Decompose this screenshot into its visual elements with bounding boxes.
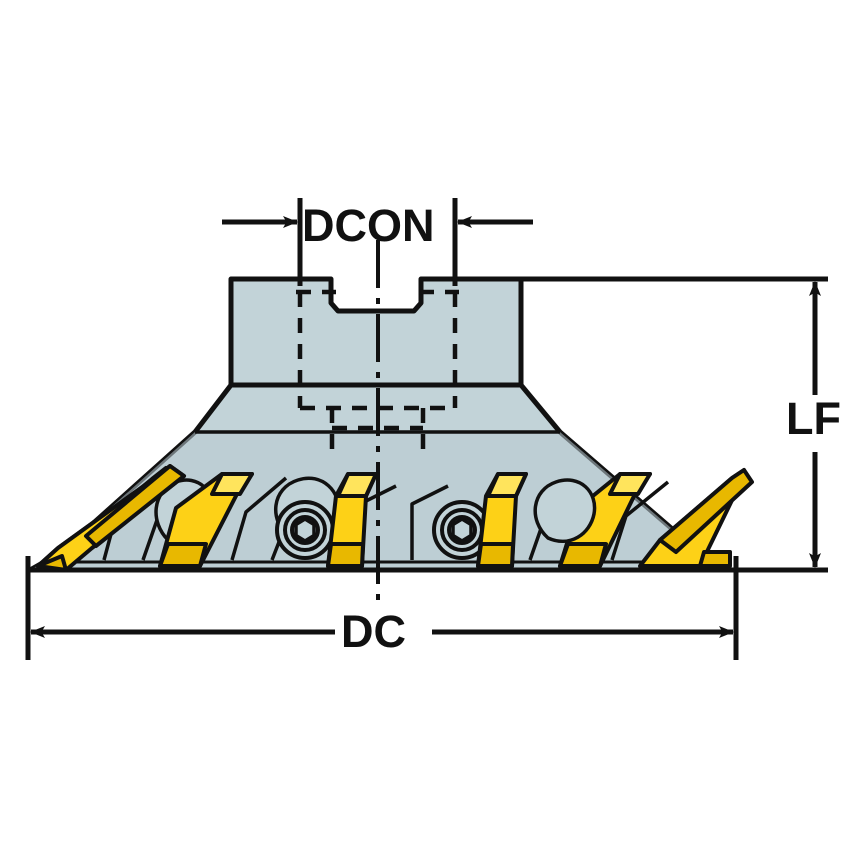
dimension-lf xyxy=(521,276,828,573)
dimension-dcon xyxy=(222,198,533,286)
insert-3 xyxy=(326,472,378,568)
insert-2 xyxy=(158,472,254,568)
carbide-inserts xyxy=(36,464,754,572)
chip-gullets-right xyxy=(533,478,597,544)
dimension-dc xyxy=(25,556,739,660)
hidden-bore-lines xyxy=(296,289,459,452)
insert-screws xyxy=(275,500,492,560)
dimension-label-dc: DC xyxy=(341,606,406,657)
insert-4 xyxy=(476,472,528,568)
dimension-label-lf: LF xyxy=(786,393,841,444)
insert-6 xyxy=(638,468,754,568)
screw-right xyxy=(432,500,492,560)
dimension-label-dcon: DCON xyxy=(302,200,435,251)
insert-1 xyxy=(36,464,186,572)
screw-left xyxy=(275,500,335,560)
